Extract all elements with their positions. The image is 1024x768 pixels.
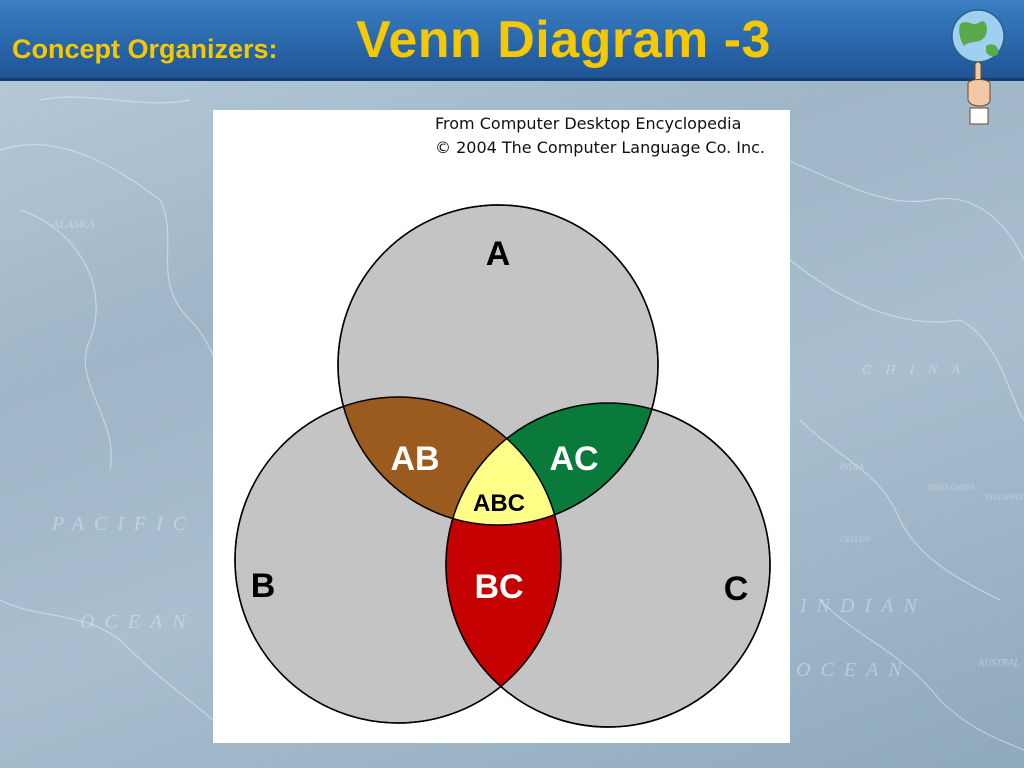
pointing-hand-icon — [967, 61, 991, 125]
globe-icon — [951, 9, 1005, 125]
map-label: INDIAN — [799, 595, 927, 617]
set-a-label: A — [486, 235, 511, 273]
region-ab-label: AB — [390, 440, 439, 478]
map-label: PACIFIC — [51, 513, 196, 535]
region-abc-label: ABC — [473, 490, 525, 517]
slide-title: Venn Diagram -3 — [356, 11, 771, 69]
credit-line-1: From Computer Desktop Encyclopedia — [435, 114, 742, 133]
map-label: CEYLON — [840, 535, 871, 544]
slide-subtitle: Concept Organizers: — [12, 34, 278, 64]
map-label: ALASKA — [51, 217, 95, 231]
venn-diagram: A B C AB AC BC ABC — [234, 204, 771, 728]
region-abc — [446, 403, 561, 525]
map-label: OCEAN — [80, 611, 196, 633]
map-label: INDIA — [839, 462, 864, 472]
map-label: INDO-CHINA — [927, 483, 974, 492]
region-ac-label: AC — [549, 440, 598, 478]
set-b-label: B — [251, 567, 276, 605]
map-label: CHINA — [862, 363, 974, 378]
diagram-panel: From Computer Desktop Encyclopedia © 200… — [213, 110, 790, 743]
map-label: AUSTRAL — [977, 658, 1020, 669]
set-c-label: C — [724, 570, 749, 608]
credit-line-2: © 2004 The Computer Language Co. Inc. — [435, 138, 765, 157]
region-bc-label: BC — [474, 568, 523, 606]
map-label: OCEAN — [796, 659, 912, 681]
map-label: PHILIPPINE — [984, 493, 1024, 502]
title-bar: Concept Organizers: Venn Diagram -3 — [0, 0, 1024, 81]
